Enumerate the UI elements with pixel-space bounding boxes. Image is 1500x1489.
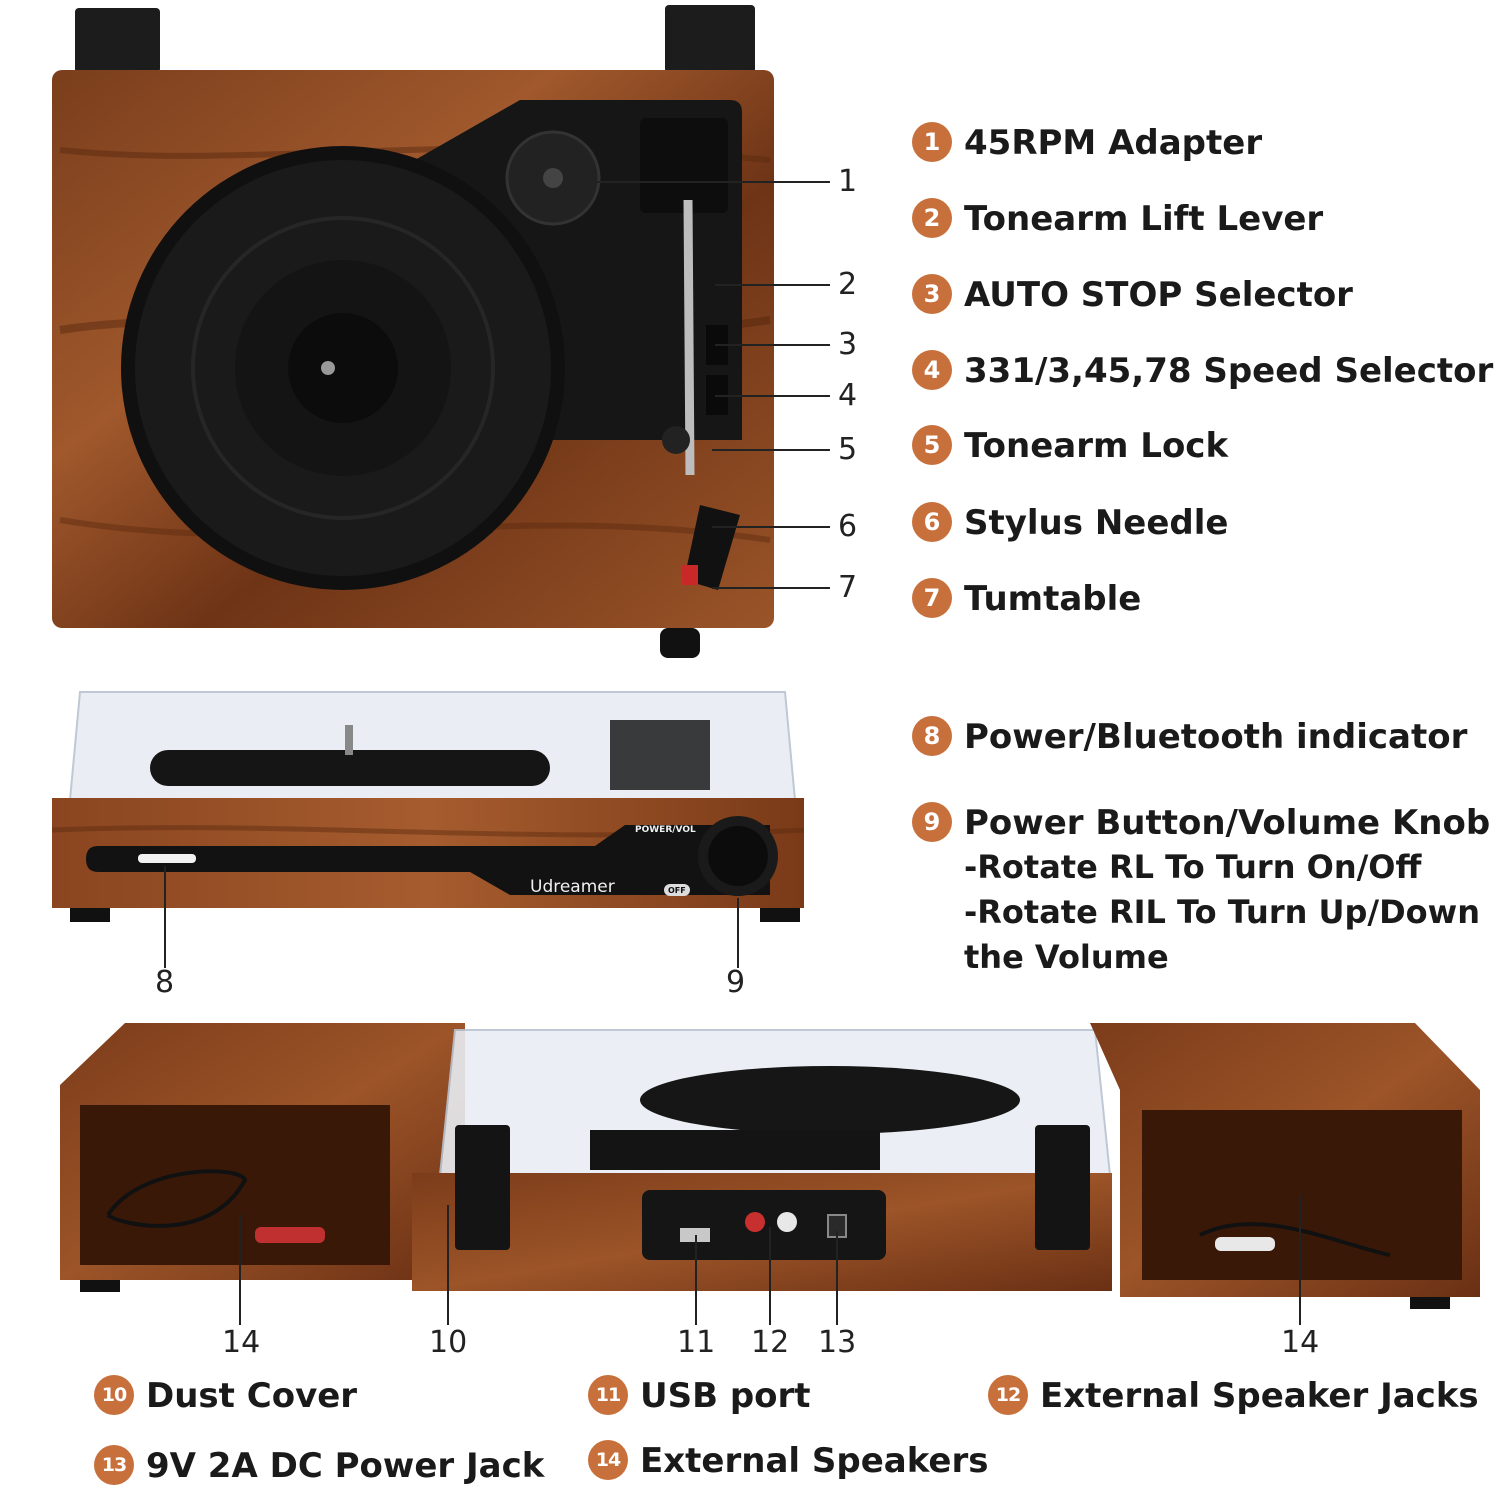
callout-3: 3 bbox=[838, 327, 858, 362]
feature-3: 3 AUTO STOP Selector bbox=[912, 273, 1353, 317]
speaker-left bbox=[60, 1023, 465, 1280]
badge-3: 3 bbox=[912, 274, 952, 314]
tonearm-head bbox=[640, 118, 728, 213]
badge-1: 1 bbox=[912, 122, 952, 162]
badge-6: 6 bbox=[912, 502, 952, 542]
callout-8: 8 bbox=[155, 965, 175, 1000]
hinge-right bbox=[665, 5, 755, 73]
badge-4: 4 bbox=[912, 350, 952, 390]
feature-10: 10 Dust Cover bbox=[94, 1374, 357, 1418]
callout-7: 7 bbox=[838, 570, 858, 605]
badge-10: 10 bbox=[94, 1375, 134, 1415]
off-label: OFF bbox=[668, 886, 686, 895]
feature-1: 1 45RPM Adapter bbox=[912, 121, 1262, 165]
hinge-right-rear bbox=[1035, 1125, 1090, 1250]
callout-13: 13 bbox=[818, 1325, 857, 1360]
feature-12: 12 External Speaker Jacks bbox=[988, 1374, 1479, 1418]
badge-5: 5 bbox=[912, 425, 952, 465]
spindle bbox=[321, 361, 335, 375]
feature-9-detail-3: the Volume bbox=[964, 938, 1169, 976]
turntable-rear bbox=[412, 1029, 1112, 1291]
feature-2: 2 Tonearm Lift Lever bbox=[912, 197, 1323, 241]
tonearm-lock bbox=[662, 426, 690, 454]
callout-14-left: 14 bbox=[222, 1325, 261, 1360]
feature-9-detail-1: -Rotate RL To Turn On/Off bbox=[964, 848, 1422, 886]
badge-8: 8 bbox=[912, 716, 952, 756]
power-indicator bbox=[138, 854, 196, 863]
feature-5: 5 Tonearm Lock bbox=[912, 424, 1228, 468]
feature-9-detail-2: -Rotate RIL To Turn Up/Down bbox=[964, 893, 1480, 931]
feature-5-label: Tonearm Lock bbox=[964, 426, 1229, 466]
rca-jack-right bbox=[777, 1212, 797, 1232]
badge-12: 12 bbox=[988, 1375, 1028, 1415]
feature-6: 6 Stylus Needle bbox=[912, 501, 1228, 545]
feature-7: 7 Tumtable bbox=[912, 577, 1141, 621]
feature-9: 9 Power Button/Volume Knob bbox=[912, 801, 1490, 845]
callout-14-right: 14 bbox=[1281, 1325, 1320, 1360]
badge-14: 14 bbox=[588, 1440, 628, 1480]
feature-3-label: AUTO STOP Selector bbox=[964, 275, 1353, 315]
feature-12-label: External Speaker Jacks bbox=[1040, 1376, 1479, 1416]
rca-jack-left bbox=[745, 1212, 765, 1232]
feature-1-label: 45RPM Adapter bbox=[964, 123, 1263, 163]
badge-2: 2 bbox=[912, 198, 952, 238]
callout-11: 11 bbox=[677, 1325, 716, 1360]
feature-13: 13 9V 2A DC Power Jack bbox=[94, 1444, 544, 1488]
hinge-left-rear bbox=[455, 1125, 510, 1250]
feature-9-label: Power Button/Volume Knob bbox=[964, 803, 1491, 843]
feature-8-label: Power/Bluetooth indicator bbox=[964, 717, 1468, 757]
feature-14-label: External Speakers bbox=[640, 1441, 989, 1481]
badge-9: 9 bbox=[912, 802, 952, 842]
feature-11-label: USB port bbox=[640, 1376, 811, 1416]
callout-1: 1 bbox=[838, 164, 858, 199]
callout-2: 2 bbox=[838, 267, 858, 302]
speaker-right bbox=[1090, 1023, 1480, 1297]
turntable-speakers-view bbox=[60, 1023, 1480, 1325]
callout-12: 12 bbox=[751, 1325, 790, 1360]
feature-13-label: 9V 2A DC Power Jack bbox=[146, 1446, 545, 1486]
feature-4: 4 331/3,45,78 Speed Selector bbox=[912, 349, 1493, 393]
feature-2-label: Tonearm Lift Lever bbox=[964, 199, 1324, 239]
feature-6-label: Stylus Needle bbox=[964, 503, 1229, 543]
feature-14: 14 External Speakers bbox=[588, 1439, 988, 1483]
turntable-front-view: Udreamer POWER/VOL OFF bbox=[51, 691, 805, 968]
callout-4: 4 bbox=[838, 378, 858, 413]
power-vol-label: POWER/VOL bbox=[635, 825, 696, 835]
callout-10: 10 bbox=[429, 1325, 468, 1360]
feature-4-label: 331/3,45,78 Speed Selector bbox=[964, 351, 1494, 391]
badge-13: 13 bbox=[94, 1445, 134, 1485]
hinge-left bbox=[75, 8, 160, 73]
callout-9: 9 bbox=[726, 965, 746, 1000]
turntable-top-view bbox=[52, 5, 830, 658]
front-panel bbox=[86, 825, 770, 895]
brand-logo: Udreamer bbox=[530, 877, 615, 897]
tonearm bbox=[683, 199, 695, 476]
feature-7-label: Tumtable bbox=[964, 579, 1142, 619]
volume-knob-top bbox=[660, 628, 700, 658]
callout-5: 5 bbox=[838, 432, 858, 467]
feature-11: 11 USB port bbox=[588, 1374, 811, 1418]
feature-8: 8 Power/Bluetooth indicator bbox=[912, 715, 1467, 759]
badge-11: 11 bbox=[588, 1375, 628, 1415]
feature-10-label: Dust Cover bbox=[146, 1376, 358, 1416]
callout-6: 6 bbox=[838, 509, 858, 544]
badge-7: 7 bbox=[912, 578, 952, 618]
